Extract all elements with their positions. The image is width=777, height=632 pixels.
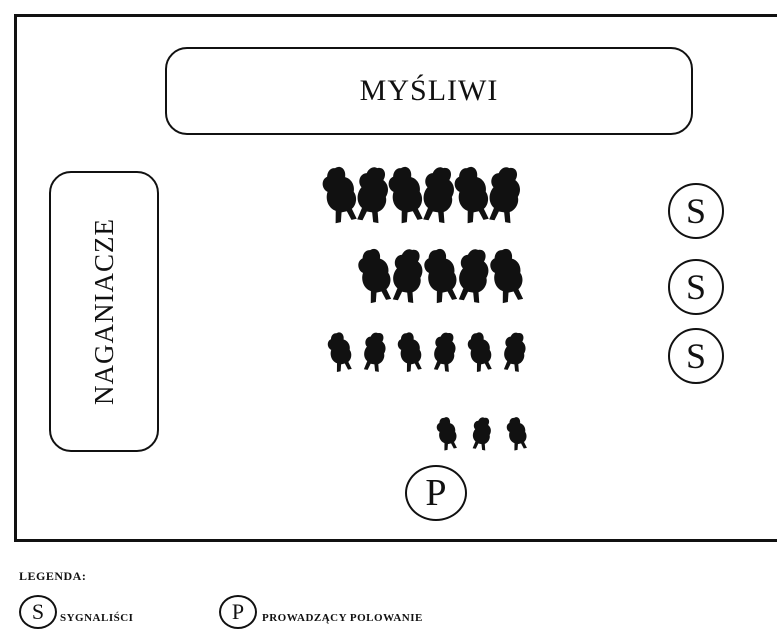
hunters-label: MYŚLIWI: [359, 74, 499, 107]
legend-signaler-symbol: S: [19, 595, 57, 629]
animal-silhouette-row-1-2: [352, 164, 392, 224]
animal-silhouette-row-2-1: [355, 246, 395, 305]
animal-silhouette-row-3-5: [465, 330, 495, 373]
legend-signaler-label: SYGNALIŚCI: [60, 612, 134, 624]
hunt-leader-marker: P: [405, 465, 467, 521]
animal-silhouette-row-2-5: [487, 246, 527, 305]
animal-silhouette-row-4-2: [469, 415, 494, 451]
animal-silhouette-row-1-6: [484, 164, 524, 224]
legend-signaler-letter: S: [31, 599, 45, 624]
signaler-letter-1: S: [685, 191, 707, 231]
animal-silhouette-row-1-3: [385, 164, 427, 225]
legend-leader-label: PROWADZĄCY POLOWANIE: [262, 612, 423, 624]
signaler-marker-3: S: [668, 328, 724, 384]
signaler-letter-3: S: [685, 336, 707, 376]
animal-silhouette-row-3-2: [360, 330, 389, 373]
animal-silhouette-row-1-1: [319, 164, 361, 225]
animal-silhouette-row-2-4: [454, 246, 492, 304]
animal-silhouette-row-2-3: [421, 246, 461, 305]
signaler-marker-1: S: [668, 183, 724, 239]
legend-leader-symbol: P: [219, 595, 257, 629]
animal-silhouette-row-3-3: [395, 330, 425, 373]
signaler-marker-2: S: [668, 259, 724, 315]
animal-silhouette-row-2-2: [388, 246, 426, 304]
beaters-box: NAGANIACZE: [49, 171, 159, 452]
animal-silhouette-row-4-1: [434, 415, 460, 452]
legend-leader-letter: P: [231, 599, 245, 624]
animal-silhouette-row-3-4: [430, 330, 459, 373]
animal-silhouette-row-4-3: [504, 415, 530, 452]
diagram-frame: [14, 14, 777, 542]
animal-silhouette-row-1-5: [451, 164, 493, 225]
hunt-leader-letter: P: [425, 472, 447, 514]
hunters-box: MYŚLIWI: [165, 47, 693, 135]
signaler-letter-2: S: [685, 267, 707, 307]
legend-title: LEGENDA:: [19, 569, 87, 583]
animal-silhouette-row-1-4: [418, 164, 458, 224]
animal-silhouette-row-3-1: [325, 330, 355, 373]
animal-silhouette-row-3-6: [500, 330, 529, 373]
